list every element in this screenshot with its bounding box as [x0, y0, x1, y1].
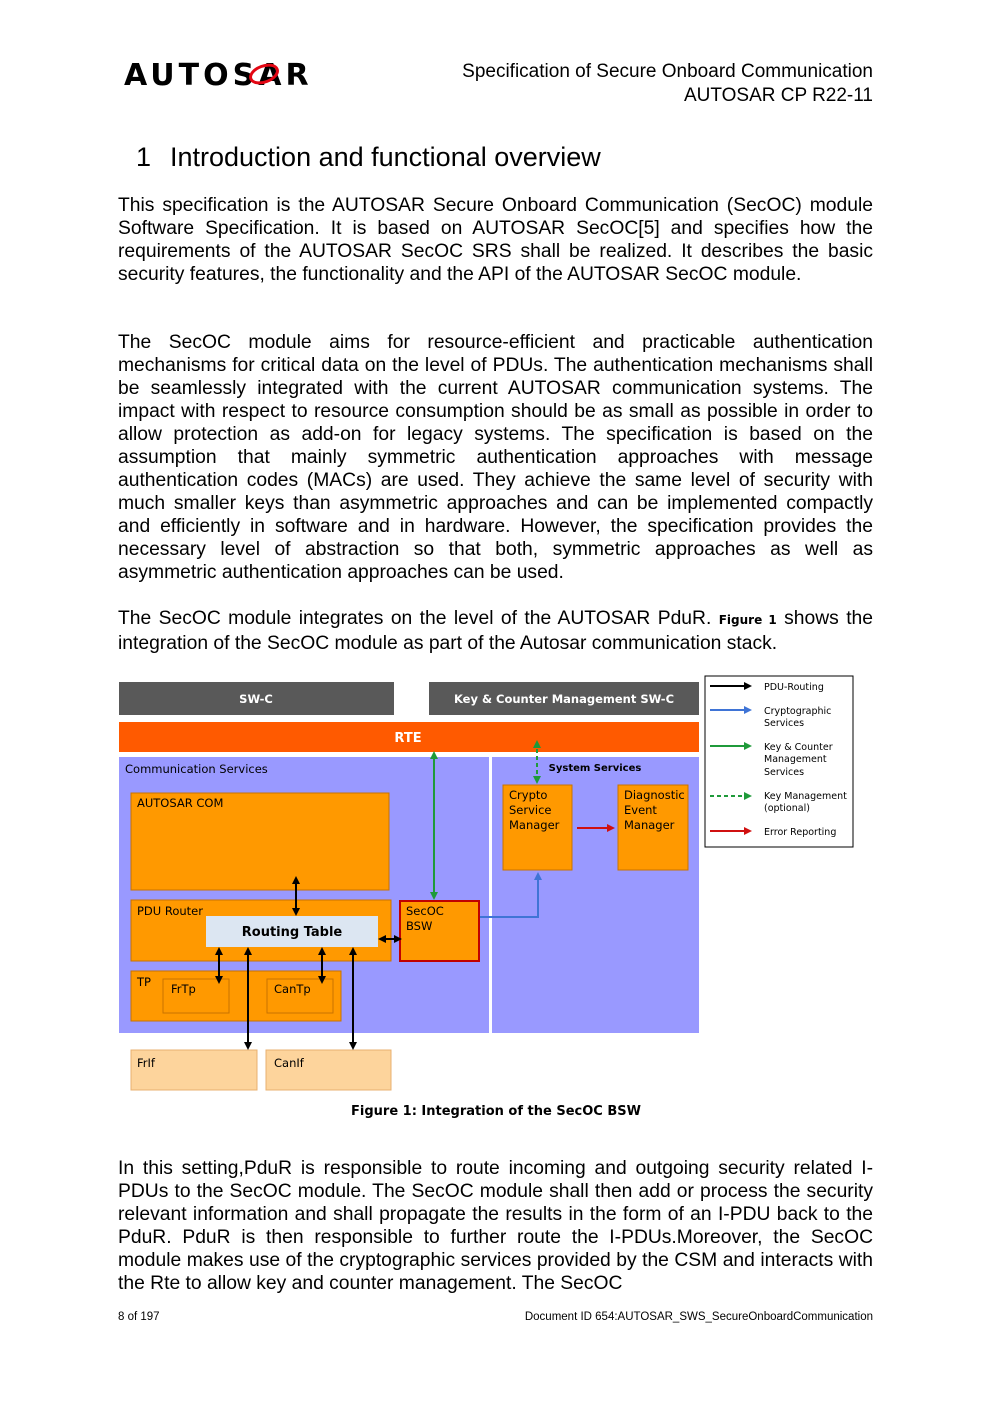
canif-label: CanIf — [274, 1056, 305, 1070]
routing-table-label: Routing Table — [242, 925, 343, 940]
paragraph-setting: In this setting,PduR is responsible to r… — [118, 1158, 873, 1294]
legend-key-mgmt-line2: (optional) — [764, 803, 810, 814]
paragraph-integration-text: The SecOC module integrates on the level… — [118, 608, 719, 629]
communication-services-label: Communication Services — [125, 762, 268, 776]
autosar-com-box — [130, 792, 390, 891]
cantp-label: CanTp — [274, 982, 311, 996]
legend-error-reporting: Error Reporting — [764, 827, 836, 838]
document-id: Document ID 654:AUTOSAR_SWS_SecureOnboar… — [524, 1311, 873, 1323]
rte-label: RTE — [394, 731, 421, 746]
autosar-com-label: AUTOSAR COM — [137, 796, 223, 810]
legend-key-mgmt-line1: Key Management — [764, 791, 847, 802]
crypto-label-line1: Crypto — [509, 788, 547, 802]
doc-release: AUTOSAR CP R22-11 — [683, 85, 873, 106]
diagnostic-event-manager-box — [617, 784, 689, 871]
section-heading: 1 Introduction and functional overview — [136, 142, 601, 173]
section-number: 1 — [136, 142, 152, 172]
frif-box — [130, 1049, 258, 1091]
frif-label: FrIf — [137, 1056, 156, 1070]
paragraph-integration-text-end: shows the integration of the SecOC modul… — [118, 608, 873, 654]
page-number: 8 of 197 — [118, 1311, 160, 1323]
secoc-label-line1: SecOC — [406, 904, 444, 918]
swc-label: SW-C — [239, 692, 273, 706]
crypto-label-line3: Manager — [509, 818, 560, 832]
figure-reference-link[interactable]: Figure 1 — [718, 613, 777, 627]
figure-caption: Figure 1: Integration of the SecOC BSW — [351, 1104, 641, 1119]
autosar-logo: AUTOSAR — [124, 58, 309, 90]
secoc-csm-crypto-arrow — [480, 872, 542, 918]
logo-swoosh — [249, 63, 279, 85]
crypto-service-manager-box — [502, 784, 573, 871]
legend-crypto-line1: Cryptographic — [764, 706, 831, 717]
legend-key-counter-line1: Key & Counter — [764, 742, 833, 753]
system-services-label: System Services — [549, 763, 642, 774]
section-title: Introduction and functional overview — [170, 142, 601, 172]
secoc-label-line2: BSW — [406, 919, 432, 933]
dem-label-line3: Manager — [624, 818, 675, 832]
routing-table-box — [206, 916, 378, 947]
legend-pdu-routing: PDU-Routing — [764, 682, 824, 693]
legend-key-counter-line3: Services — [764, 767, 804, 778]
crypto-label-line2: Service — [509, 803, 552, 817]
swc-box — [119, 682, 394, 715]
pdu-router-label: PDU Router — [137, 904, 203, 918]
paragraph-aims: The SecOC module aims for resource-effic… — [118, 332, 873, 583]
paragraph-intro: This specification is the AUTOSAR Secure… — [118, 195, 873, 285]
key-counter-swc-box — [429, 682, 699, 715]
key-counter-swc-label: Key & Counter Management SW-C — [454, 692, 674, 706]
doc-title: Specification of Secure Onboard Communic… — [462, 61, 873, 82]
canif-box — [265, 1049, 392, 1091]
frtp-box — [162, 978, 230, 1014]
tp-label: TP — [136, 975, 151, 989]
paragraph-integration: The SecOC module integrates on the level… — [118, 607, 873, 655]
secoc-bsw-box — [399, 900, 480, 962]
secoc-integration-figure: SW-C Key & Counter Management SW-C RTE C… — [119, 675, 854, 1091]
dem-label-line1: Diagnostic — [624, 788, 685, 802]
cantp-box — [266, 978, 334, 1014]
rte-bar — [119, 722, 699, 752]
dem-label-line2: Event — [624, 803, 657, 817]
frtp-label: FrTp — [171, 982, 196, 996]
legend-crypto-line2: Services — [764, 718, 804, 729]
legend-box — [704, 675, 854, 848]
legend-key-counter-line2: Management — [764, 754, 827, 765]
